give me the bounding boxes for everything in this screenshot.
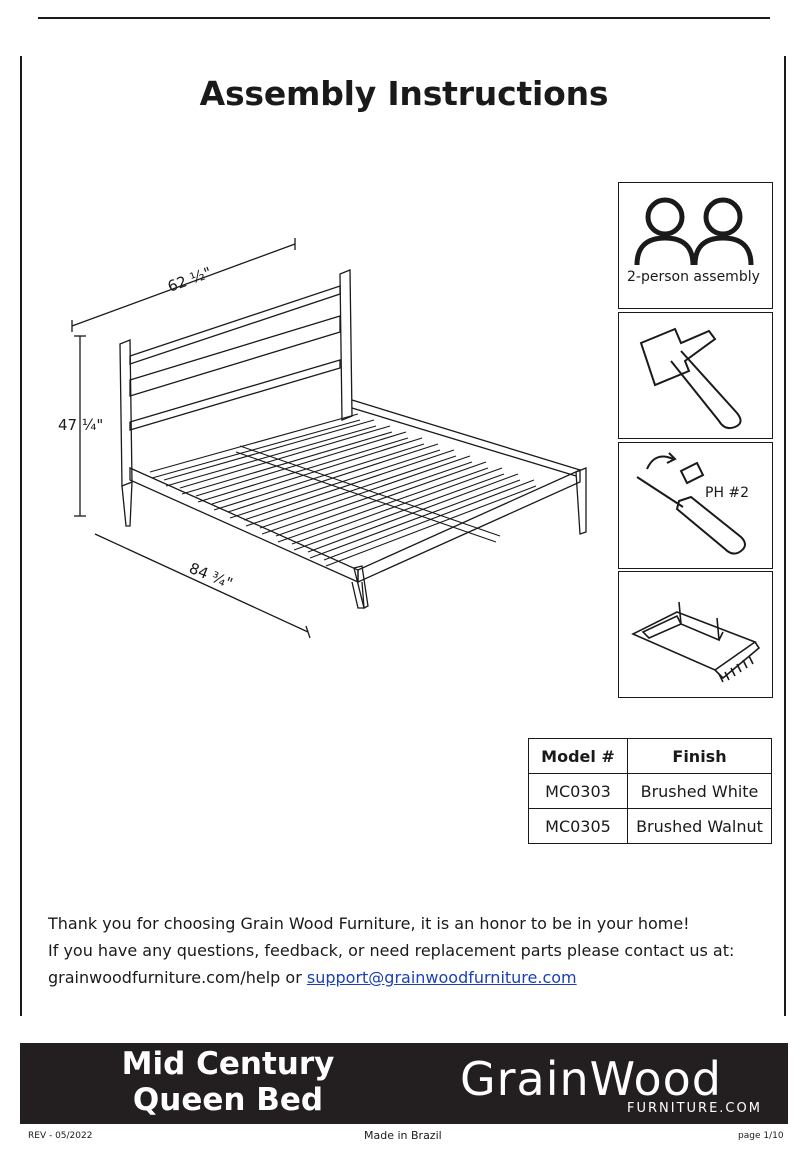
screwdriver-icon	[636, 452, 746, 555]
model-header: Model #	[528, 738, 628, 774]
two-person-icon	[634, 197, 754, 266]
left-rule	[20, 56, 22, 1016]
bed-illustration: 62 ½" 47 ¼" 84 ¾"	[58, 238, 587, 639]
thank-you-text: Thank you for choosing Grain Wood Furnit…	[48, 910, 734, 991]
page-title: Assembly Instructions	[199, 74, 609, 113]
two-person-box: 2-person assembly	[618, 182, 773, 309]
finish-cell: Brushed White	[627, 773, 772, 809]
screwdriver-label: PH #2	[705, 485, 750, 501]
product-name-line-2: Queen Bed	[132, 1082, 324, 1118]
thanks-line-2: If you have any questions, feedback, or …	[48, 941, 735, 960]
hammer-box	[618, 312, 773, 439]
finish-cell: Brushed Walnut	[627, 808, 772, 844]
revision-date: REV - 05/2022	[28, 1131, 93, 1141]
model-cell: MC0303	[528, 773, 628, 809]
product-name-line-1: Mid Century	[121, 1046, 335, 1082]
footer-band	[20, 1043, 788, 1124]
made-in: Made in Brazil	[364, 1129, 442, 1142]
dimension-height: 47 ¼"	[58, 416, 103, 434]
table-row: MC0303 Brushed White	[528, 773, 772, 809]
support-email-link[interactable]: support@grainwoodfurniture.com	[306, 968, 577, 987]
thanks-line-3: grainwoodfurniture.com/help or support@g…	[48, 964, 734, 991]
screwdriver-box: PH #2	[618, 442, 773, 569]
brand-logo: GrainWood	[460, 1052, 722, 1106]
two-person-label: 2-person assembly	[627, 269, 760, 285]
thanks-line-1: Thank you for choosing Grain Wood Furnit…	[48, 914, 690, 933]
hammer-icon	[639, 327, 742, 430]
table-row: MC0305 Brushed Walnut	[528, 808, 772, 844]
finish-header: Finish	[627, 738, 772, 774]
product-name: Mid Century Queen Bed	[90, 1046, 366, 1118]
finish-table: Model # Finish MC0303 Brushed White MC03…	[528, 738, 772, 844]
page-number: page 1/10	[738, 1131, 784, 1141]
help-url-text: grainwoodfurniture.com/help or	[48, 968, 307, 987]
mat-box	[618, 571, 773, 698]
top-rule	[38, 17, 770, 19]
right-rule	[784, 56, 786, 1016]
protective-mat-icon	[631, 601, 761, 683]
model-cell: MC0305	[528, 808, 628, 844]
brand-subtitle: FURNITURE.COM	[627, 1101, 762, 1116]
dimension-width: 62 ½"	[165, 263, 214, 295]
table-header-row: Model # Finish	[528, 738, 772, 774]
